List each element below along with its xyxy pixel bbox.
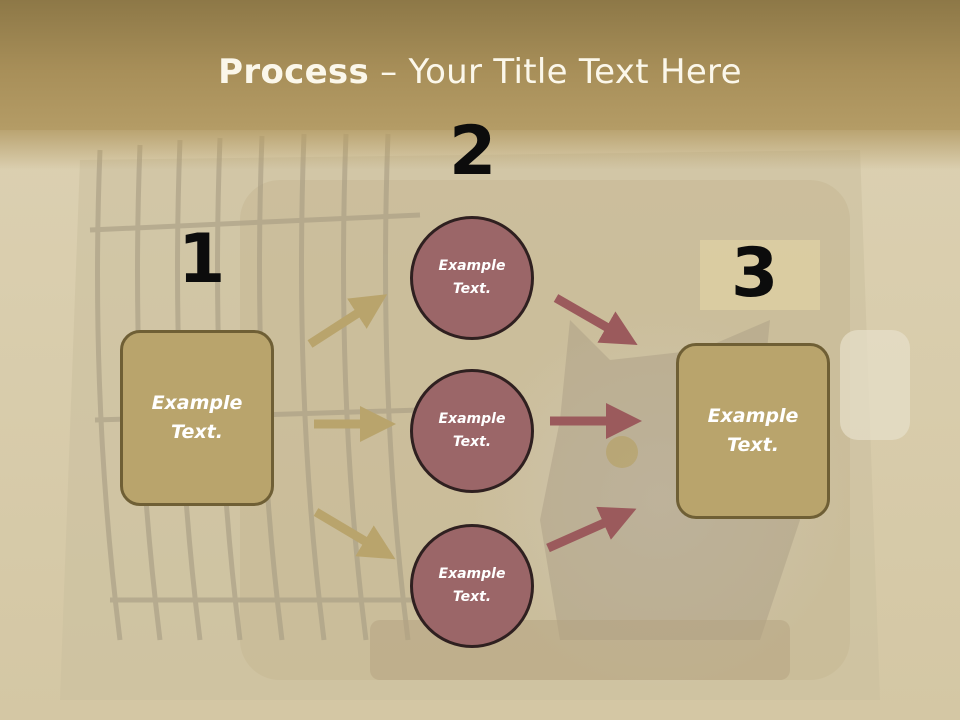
title-bold: Process — [218, 52, 370, 92]
step-number-2: 2 — [449, 112, 497, 191]
step-number-3: 3 — [731, 234, 779, 313]
arrow-from-circle-3 — [546, 506, 637, 553]
title-bar — [0, 0, 960, 130]
title-bar-fade — [0, 130, 960, 170]
step-number-1: 1 — [178, 220, 226, 299]
arrow-to-circle-3 — [313, 508, 396, 560]
arrow-from-circle-1 — [553, 294, 638, 345]
title-rest: – Your Title Text Here — [369, 52, 742, 92]
arrow-to-circle-1 — [307, 294, 388, 348]
slide-title: Process – Your Title Text Here — [0, 52, 960, 92]
